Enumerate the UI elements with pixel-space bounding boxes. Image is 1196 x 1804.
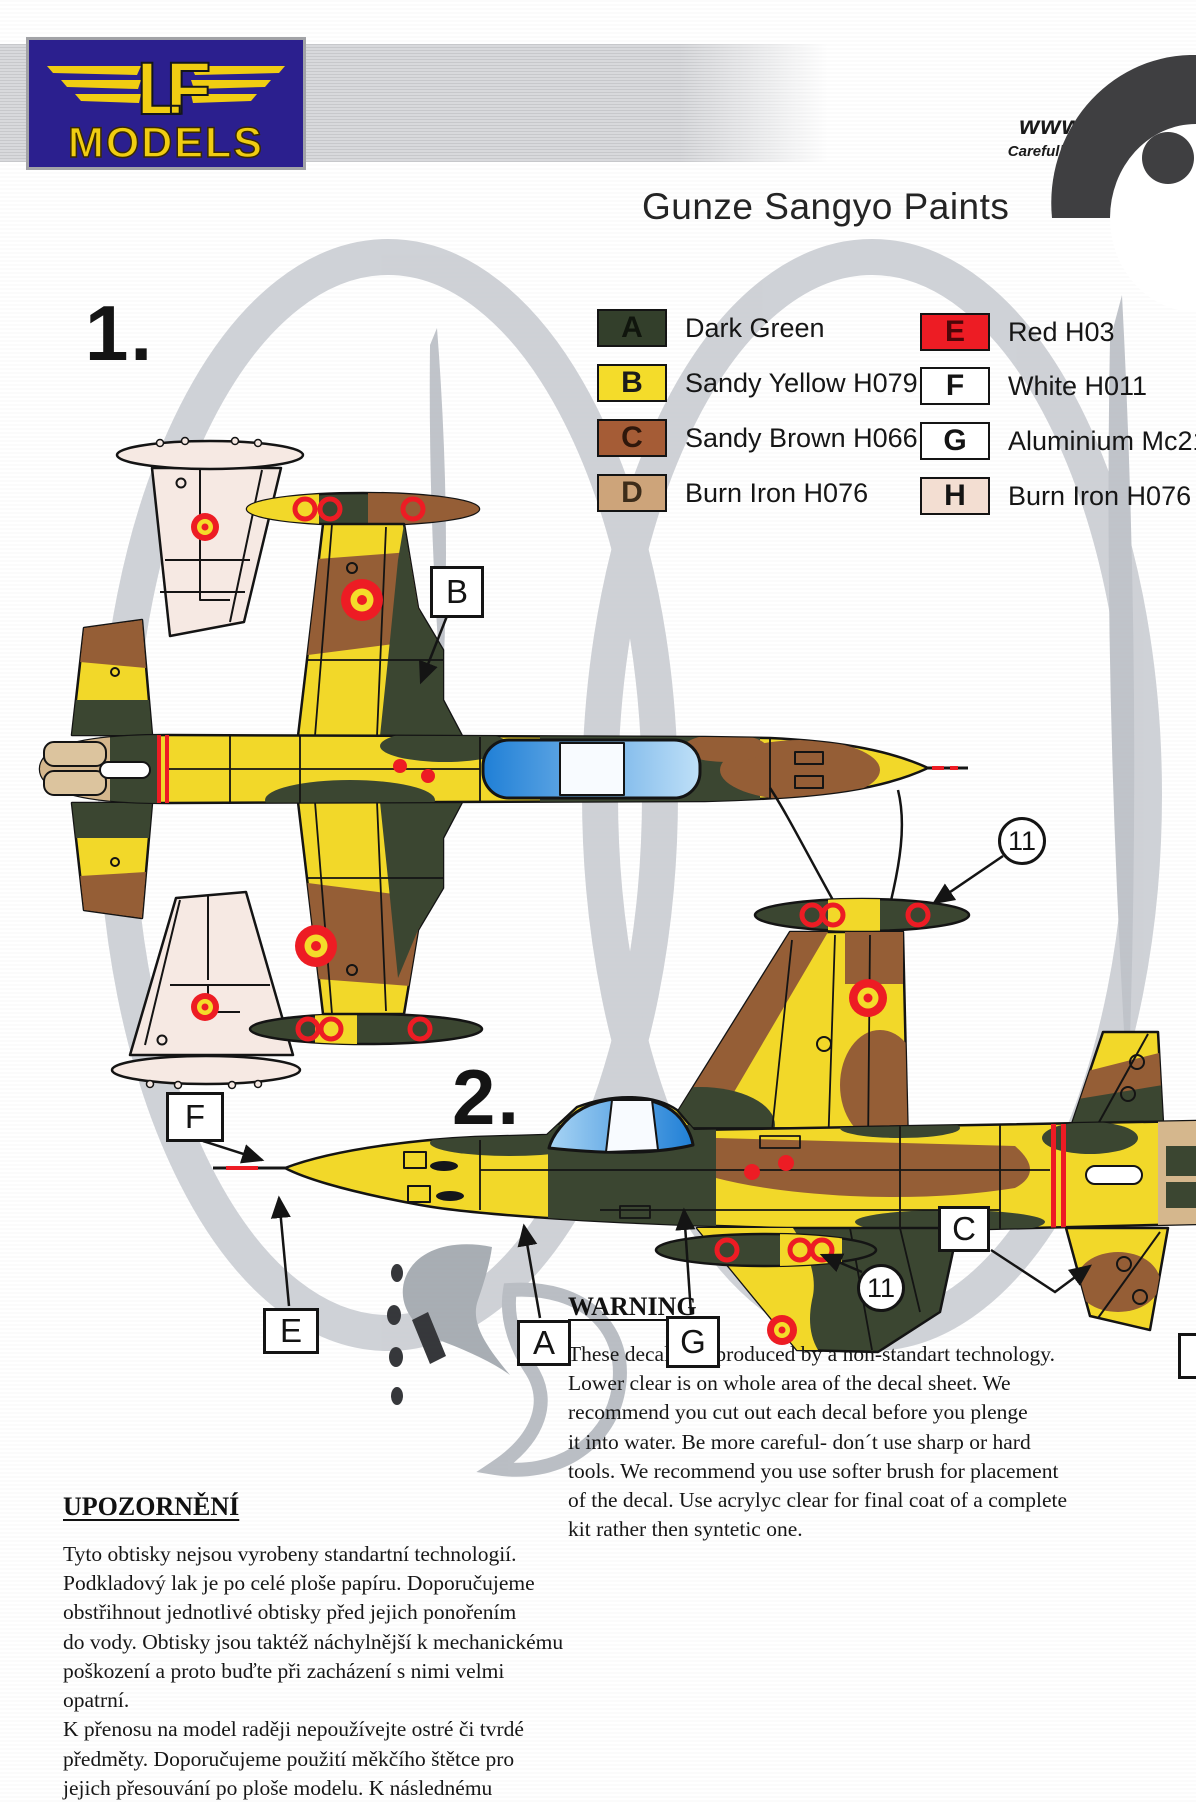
swatch-code: H [944,479,966,512]
paint-name: Aluminium Mc21 [1008,425,1196,456]
callout-box-cut [1178,1333,1196,1379]
swatch-code: A [621,311,643,344]
callout-box-g: G [666,1316,720,1368]
callout-circle-11-bottom: 11 [857,1264,905,1312]
paint-name: Burn Iron H076 [1008,480,1192,511]
callout-line-e [270,1195,291,1307]
swatch-code: G [943,424,967,457]
figure-1-number: 1. [85,289,155,377]
stabilizer-upper [70,618,154,737]
english-warning-body: These decals are produced by a non-stand… [568,1342,1068,1542]
legend-row: B Sandy Yellow H079 [597,364,918,402]
paint-name: Red H03 [1008,316,1115,347]
paint-swatch-d: D [597,474,667,512]
underside-fin-upper [115,436,305,638]
roundel [295,925,337,967]
legend-row: G Aluminium Mc21 [920,422,1196,460]
lf-models-logo: LF MODELS [26,37,306,170]
legend-row: C Sandy Brown H066 [597,419,918,457]
legend-row: E Red H03 [920,313,1115,351]
wingtip-tank-lower [248,1012,484,1046]
roundel [191,513,219,541]
paint-name: Dark Green [685,312,825,343]
legend-row: D Burn Iron H076 [597,474,868,512]
paint-swatch-c: C [597,419,667,457]
roundel [341,579,383,621]
swatch-code: E [944,315,965,348]
callout-line-a [517,1223,542,1319]
swatch-code: B [621,366,643,399]
paint-swatch-e: E [920,313,990,351]
callout-line-b [419,615,449,685]
fuselage-top-view [38,733,968,805]
swatch-code: D [621,476,643,509]
aircraft-2-side-view [213,787,1196,1354]
logo-wings-icon [47,66,285,103]
callout-line-11-bottom [819,1253,863,1274]
wing-side-far [1064,1226,1170,1332]
wing-upper [296,522,464,738]
wingtip-tank-top [753,897,971,933]
underside-fin-lower [110,890,302,1090]
paint-swatch-g: G [920,422,990,460]
callout-box-a: A [517,1320,571,1366]
vertical-fin [1070,1030,1165,1126]
canopy-side-view [547,1096,695,1154]
aircraft-1-top-view [38,436,968,1090]
logo-wordmark: MODELS [68,119,264,167]
callout-box-b: B [430,566,484,618]
stabilizer-lower [70,801,154,920]
roundel [849,979,887,1017]
page-title: Gunze Sangyo Paints [642,186,1010,227]
legend-row: A Dark Green [597,309,825,347]
fuselage-side-view [213,1095,1196,1233]
paint-name: Sandy Yellow H079 [685,367,918,398]
swatch-code: F [945,369,965,402]
legend-row: H Burn Iron H076 [920,477,1191,515]
paint-swatch-a: A [597,309,667,347]
canopy-top-view [481,738,702,800]
callout-line-f [202,1139,265,1164]
roundel [191,993,219,1021]
callout-box-f: F [166,1092,224,1142]
paint-swatch-h: H [920,477,990,515]
legend-row: F White H011 [920,367,1147,405]
callout-box-c: C [938,1206,990,1252]
figure-2-number: 2. [452,1053,522,1141]
czech-warning-heading: UPOZORNĚNÍ [63,1492,240,1521]
paint-name: Burn Iron H076 [685,477,869,508]
wing-plan-panel [652,930,910,1152]
wingtip-tank-upper [245,491,481,527]
swatch-code: C [621,421,643,454]
corner-arc-logo [1051,55,1196,312]
czech-warning-body: Tyto obtisky nejsou vyrobeny standartní … [63,1542,564,1800]
paint-name: Sandy Brown H066 [685,422,918,453]
paint-swatch-f: F [920,367,990,405]
wingtip-tank-bottom [654,1232,878,1268]
arc-logo-dot [1142,132,1194,184]
callout-line-c [990,1248,1093,1294]
paint-name: White H011 [1008,370,1148,401]
callout-circle-11-top: 11 [998,817,1046,865]
paint-swatch-b: B [597,364,667,402]
callout-box-e: E [263,1308,319,1354]
antenna-wires [768,787,904,929]
wing-lower [295,800,464,1016]
wing-side-near [695,1226,960,1354]
callout-line-11-top [931,854,1004,905]
